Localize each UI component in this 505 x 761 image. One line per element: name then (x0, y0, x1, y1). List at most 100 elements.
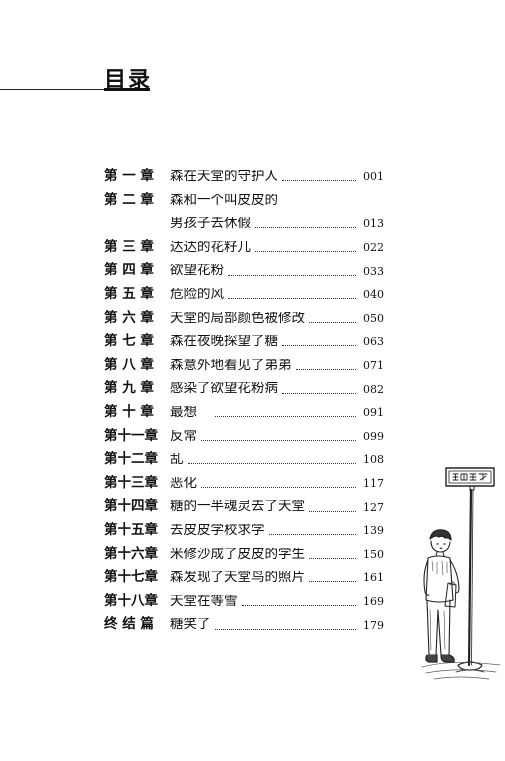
chapter-label: 第十四章 (104, 498, 158, 515)
dot-leader (228, 273, 356, 276)
chapter-title: 欲望花粉 (170, 264, 224, 278)
chapter-label: 第 九 章 (104, 380, 154, 397)
toc-row-epilogue[interactable]: 终 结 篇 糖笑了 179 (104, 613, 384, 637)
dot-leader (228, 296, 356, 300)
chapter-label: 第 五 章 (104, 286, 154, 303)
toc-entry: 糖的一半魂灵去了天堂 127 (170, 500, 384, 514)
toc-row-2[interactable]: 第 二 章 森和一个叫皮皮的 (104, 189, 384, 213)
dot-leader (309, 579, 356, 583)
chapter-label: 第 六 章 (104, 309, 154, 326)
page-number: 108 (363, 453, 384, 467)
page-number: 013 (363, 217, 384, 231)
dot-leader (295, 367, 356, 371)
dot-leader (309, 320, 356, 323)
chapter-title: 米修沙成了皮皮的学生 (170, 547, 305, 562)
ground-shadow-icon (421, 662, 501, 680)
chapter-title: 男孩子去休假 (170, 217, 251, 231)
page-number: 040 (363, 288, 384, 302)
page-number: 117 (363, 477, 384, 491)
page-number: 082 (363, 382, 384, 396)
bus-stop-sign-icon (445, 467, 495, 673)
toc-row-2-continued[interactable]: 男孩子去休假 013 (104, 212, 384, 236)
page-number: 050 (363, 311, 384, 325)
page-number: 063 (363, 335, 384, 349)
chapter-label: 终 结 篇 (104, 616, 154, 633)
toc-row-15[interactable]: 第十五章去皮皮学校求学 139 (104, 519, 384, 543)
toc-entry: 反常 099 (170, 430, 384, 444)
toc-entry: 森和一个叫皮皮的 (170, 194, 384, 208)
header-rule-thin (0, 89, 104, 90)
dot-leader (201, 438, 356, 441)
toc-entry: 乱 108 (170, 453, 384, 467)
toc-entry: 糖笑了 179 (170, 618, 384, 632)
page-number: 169 (363, 594, 384, 608)
toc-entry: 天堂在等雪 169 (170, 595, 384, 609)
chapter-title: 糖的一半魂灵去了天堂 (170, 500, 305, 514)
chapter-label: 第十一章 (104, 427, 158, 444)
chapter-title: 乱 (170, 453, 184, 467)
dot-leader (282, 343, 356, 347)
toc-entry: 欲望花粉 033 (170, 264, 384, 278)
page-number: 127 (363, 500, 384, 514)
chapter-label: 第十三章 (104, 474, 158, 491)
chapter-label: 第十六章 (104, 545, 158, 562)
chapter-label: 第 一 章 (104, 168, 154, 185)
dot-leader (309, 556, 356, 559)
page-number: 139 (363, 524, 384, 538)
dot-leader (309, 509, 356, 512)
chapter-title: 去皮皮学校求学 (170, 523, 265, 538)
chapter-title: 森在夜晚探望了糖 (170, 335, 278, 349)
chapter-label: 第 四 章 (104, 262, 154, 279)
header-rule-thick (104, 88, 150, 91)
toc-row-9[interactable]: 第 九 章 感染了欲望花粉病 082 (104, 377, 384, 401)
page-number: 099 (363, 429, 384, 443)
chapter-title: 反常 (170, 429, 197, 444)
chapter-title: 天堂在等雪 (170, 594, 238, 609)
dot-leader (255, 249, 356, 253)
chapter-label: 第十五章 (104, 521, 158, 538)
page-number: 091 (363, 406, 384, 420)
chapter-label: 第 八 章 (104, 356, 154, 373)
toc-entry: 天堂的局部颜色被修改 050 (170, 312, 384, 326)
toc-entry: 感染了欲望花粉病 082 (170, 382, 384, 396)
toc-row-11[interactable]: 第十一章反常 099 (104, 425, 384, 449)
dot-leader (255, 225, 356, 229)
toc-row-12[interactable]: 第十二章乱 108 (104, 448, 384, 472)
dot-leader (214, 627, 356, 630)
toc-row-6[interactable]: 第 六 章 天堂的局部颜色被修改 050 (104, 307, 384, 331)
toc-row-14[interactable]: 第十四章糖的一半魂灵去了天堂 127 (104, 495, 384, 519)
boy-figure-icon (423, 529, 460, 663)
toc-entry: 男孩子去休假 013 (170, 217, 384, 231)
chapter-label: 第 二 章 (104, 191, 154, 208)
toc-row-4[interactable]: 第 四 章 欲望花粉 033 (104, 259, 384, 283)
dot-leader (241, 603, 356, 606)
page-number: 179 (363, 618, 384, 632)
chapter-title: 天堂的局部颜色被修改 (170, 311, 305, 326)
chapter-title: 达达的花籽儿 (170, 240, 251, 255)
chapter-title: 糖笑了 (170, 618, 211, 632)
chapter-label: 第十二章 (104, 451, 158, 468)
chapter-title: 感染了欲望花粉病 (170, 382, 278, 396)
dot-leader (187, 461, 356, 465)
dot-leader (282, 178, 356, 182)
dot-leader (215, 414, 356, 418)
dot-leader (201, 485, 356, 489)
page-number: 033 (363, 264, 384, 278)
